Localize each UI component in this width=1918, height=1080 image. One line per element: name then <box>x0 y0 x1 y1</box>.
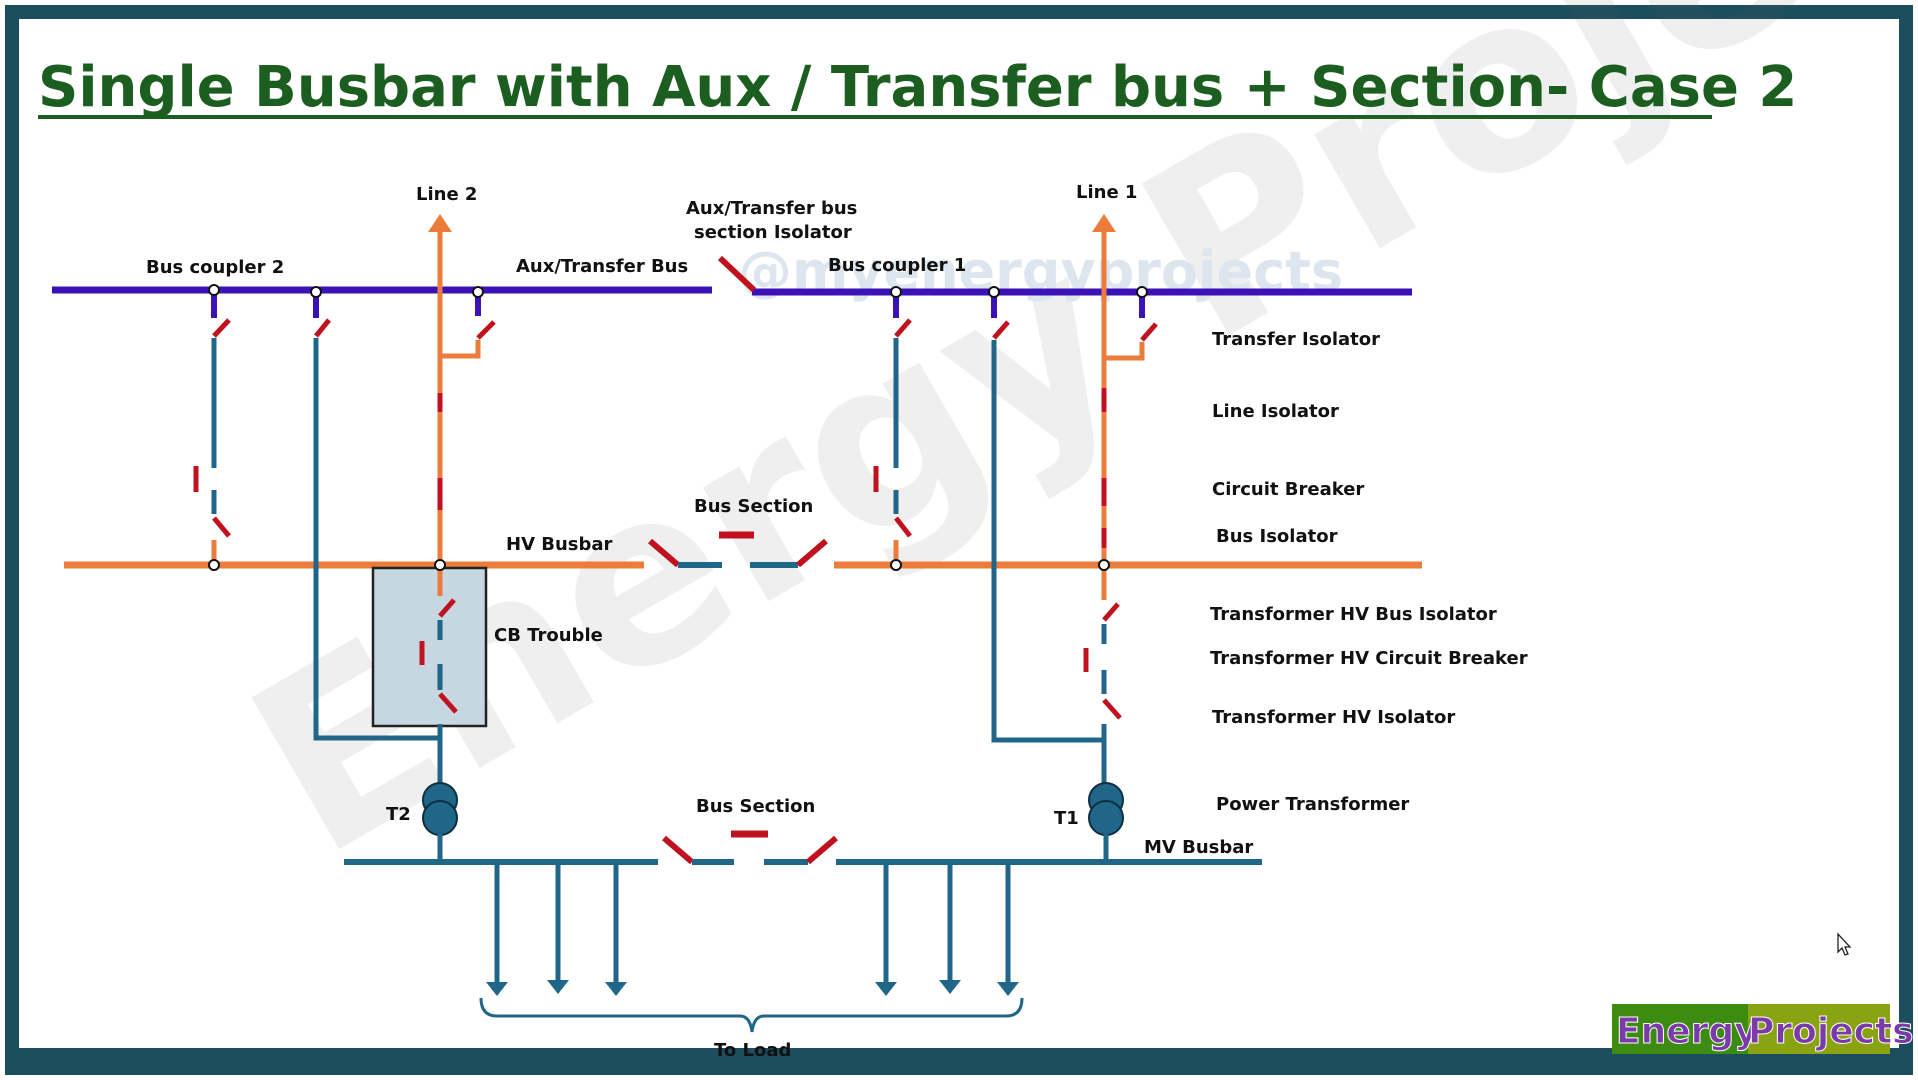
tx-hv-isolator-label: Transformer HV Isolator <box>1212 707 1455 728</box>
watermark: Energy Projects <box>209 0 1918 909</box>
hv-bus-section <box>648 531 828 568</box>
line-1-label: Line 1 <box>1076 182 1137 203</box>
frame-shadow-bottom <box>18 1048 1906 1062</box>
cb-trouble-box <box>371 566 488 728</box>
aux-section-isolator-label-1: Aux/Transfer bus <box>686 198 857 219</box>
aux-transfer-bus-label: Aux/Transfer Bus <box>516 256 688 277</box>
circuit-breaker-label: Circuit Breaker <box>1212 479 1364 500</box>
mv-bus-section <box>662 830 838 865</box>
line-1-feeder <box>1083 214 1158 860</box>
logo-word-projects: Projects <box>1748 1011 1914 1052</box>
bus-coupler-1-circuit <box>873 294 912 565</box>
line-2-transformer-bay <box>419 568 458 860</box>
t1-label: T1 <box>1054 808 1079 829</box>
cb-trouble-label: CB Trouble <box>494 625 603 646</box>
bus-isolator-label: Bus Isolator <box>1216 526 1338 547</box>
transfer-isolator-label: Transfer Isolator <box>1212 329 1380 350</box>
mv-bus-section-label: Bus Section <box>696 796 815 817</box>
hv-bus-section-label: Bus Section <box>694 496 813 517</box>
tx-hv-circuit-breaker-label: Transformer HV Circuit Breaker <box>1210 648 1528 669</box>
energy-projects-logo: Energy Projects <box>1612 1004 1914 1054</box>
bus-coupler-2-label: Bus coupler 2 <box>146 257 284 278</box>
slide-frame <box>5 5 1913 1075</box>
bus-coupler-2-circuit <box>193 292 231 565</box>
aux-section-isolator-label-2: section Isolator <box>694 222 852 243</box>
bus-connection-dots <box>208 284 1148 571</box>
power-transformer-label: Power Transformer <box>1216 794 1409 815</box>
to-load-brace <box>479 997 1024 1033</box>
watermark-main: Energy Projects <box>209 0 1918 909</box>
load-feeders <box>486 862 1019 996</box>
line-2-label: Line 2 <box>416 184 477 205</box>
line-2-feeder <box>428 214 496 565</box>
to-load-label: To Load <box>714 1040 791 1061</box>
line-isolator-label: Line Isolator <box>1212 401 1339 422</box>
t2-label: T2 <box>386 804 411 825</box>
mouse-cursor-icon <box>1837 932 1852 956</box>
bus-coupler-1-label: Bus coupler 1 <box>828 255 966 276</box>
logo-word-energy: Energy <box>1616 1011 1758 1052</box>
aux-bus-section-isolator <box>717 255 757 293</box>
hv-busbar-label: HV Busbar <box>506 534 613 555</box>
page-title: Single Busbar with Aux / Transfer bus + … <box>38 55 1797 120</box>
tx-hv-bus-isolator-label: Transformer HV Bus Isolator <box>1210 604 1497 625</box>
mv-busbar-label: MV Busbar <box>1144 837 1253 858</box>
